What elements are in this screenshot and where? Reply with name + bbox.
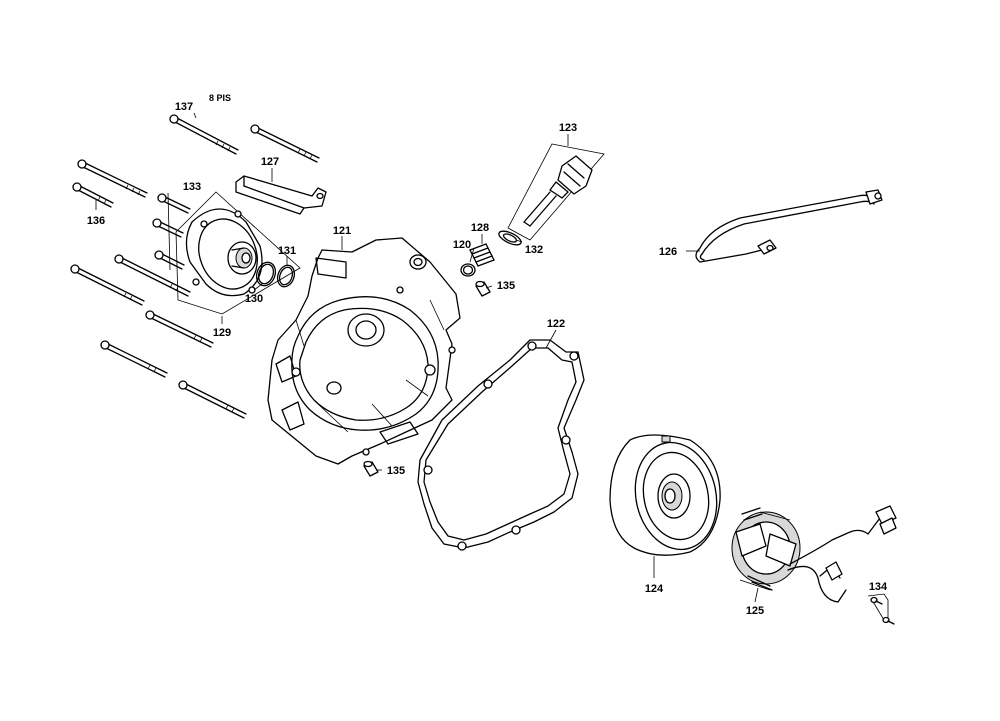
dowel-135-top: [475, 280, 491, 297]
bolt-136a: [77, 159, 148, 198]
spring-128: [469, 243, 495, 267]
screws-134: [867, 593, 895, 625]
label-137: 137: [175, 101, 193, 113]
label-135-bottom: 135: [387, 465, 405, 477]
label-132: 132: [525, 244, 543, 256]
label-130: 130: [245, 293, 263, 305]
bolt-set: [70, 114, 320, 419]
dipstick-123: [507, 143, 605, 241]
bolt-long-3: [145, 310, 214, 348]
stator-125: [731, 505, 897, 603]
part-labels: 137 8 PIS 127 133 136 131 130 129 121 12…: [87, 93, 888, 617]
o-ring-131: [276, 264, 296, 288]
o-ring-130: [255, 261, 277, 287]
leader-lines: [95, 112, 759, 603]
label-135-top: 135: [497, 280, 515, 292]
bolt-long-2: [70, 264, 145, 306]
bolt-133c: [154, 250, 185, 270]
label-127: 127: [261, 156, 279, 168]
washer-132: [498, 230, 522, 246]
label-124: 124: [645, 583, 664, 595]
dowel-135-bottom: [363, 460, 379, 477]
gasket-122: [417, 339, 585, 551]
crankcase-cover-121: [267, 237, 461, 465]
label-134: 134: [869, 581, 888, 593]
label-133: 133: [183, 181, 201, 193]
bolt-133b: [152, 218, 184, 238]
bolt-133a: [157, 193, 191, 214]
pump-cover-129: [175, 191, 301, 315]
label-129: 129: [213, 327, 231, 339]
o-ring-120: [460, 263, 476, 277]
label-128: 128: [471, 222, 489, 234]
label-125: 125: [746, 605, 764, 617]
flywheel-124: [609, 434, 721, 556]
bolt-long-1: [114, 254, 191, 297]
bolt-137a: [169, 114, 239, 155]
label-131: 131: [278, 245, 296, 257]
label-123: 123: [559, 122, 577, 134]
bolt-long-4: [100, 340, 168, 378]
bolt-137b: [250, 124, 320, 163]
bracket-127: [235, 175, 327, 215]
label-137-note: 8 PIS: [209, 93, 231, 103]
bolt-136b: [72, 182, 114, 208]
label-126: 126: [659, 246, 677, 258]
label-136: 136: [87, 215, 105, 227]
bolt-long-5: [178, 380, 247, 419]
label-120: 120: [453, 239, 471, 251]
label-122: 122: [547, 318, 565, 330]
label-121: 121: [333, 225, 351, 237]
wire-126: [695, 189, 883, 263]
